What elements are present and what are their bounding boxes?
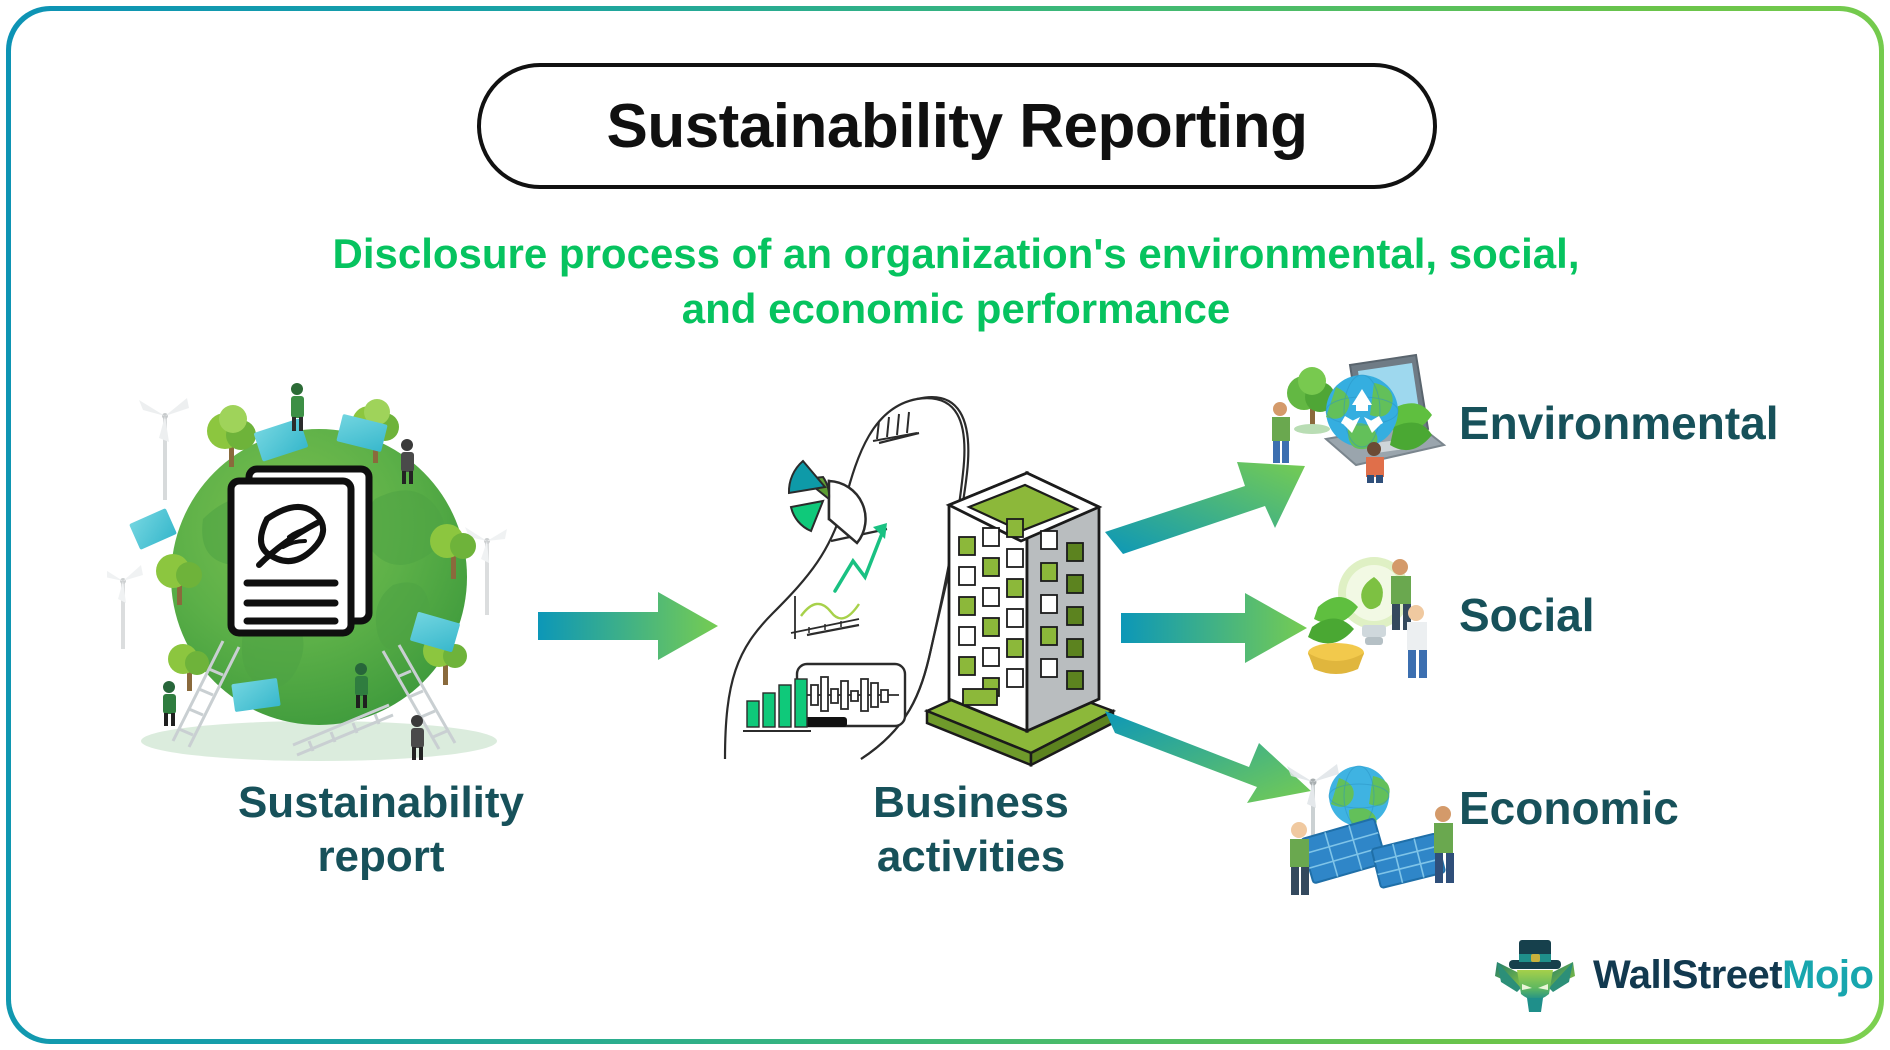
tree-icon <box>207 405 256 467</box>
leaf-icon <box>1390 403 1432 451</box>
bull-head-with-top-hat-icon <box>1495 940 1575 1012</box>
page-title: Sustainability Reporting <box>606 91 1308 161</box>
ladder-icon <box>171 640 241 748</box>
pie-chart-icon <box>787 459 867 545</box>
economic-illustration <box>1283 756 1473 901</box>
ribbon-hatch-lines <box>872 411 918 442</box>
subtitle-line-2: and economic performance <box>681 285 1231 333</box>
recycle-symbol-icon <box>1340 389 1384 433</box>
environmental-illustration <box>1266 353 1451 483</box>
bar-chart-icon <box>743 678 811 732</box>
wind-turbine-icon <box>1287 764 1339 850</box>
line-chart-icon <box>790 596 860 639</box>
page-subtitle: Disclosure process of an organization's … <box>11 226 1879 337</box>
tree-icon <box>430 524 476 579</box>
person-figure <box>1366 442 1384 483</box>
tree-icon <box>156 554 202 605</box>
person-figure <box>291 383 304 431</box>
person-figure <box>163 681 176 726</box>
planter-icon <box>1308 643 1364 674</box>
arrow-to-environmental <box>1105 462 1305 554</box>
sustainability-report-illustration <box>107 369 527 769</box>
stage-label-line-1: Business <box>873 778 1069 827</box>
windmill-icon <box>465 527 507 615</box>
tree-icon <box>168 644 209 691</box>
person-figure <box>1391 559 1411 630</box>
wallstreetmojo-logo[interactable]: WallStreet Mojo <box>1491 936 1874 1014</box>
solar-panel-icon <box>1300 818 1387 884</box>
outcome-label-environmental: Environmental <box>1459 397 1779 449</box>
person-figure <box>401 439 414 484</box>
globe-ground-shadow <box>141 721 497 761</box>
person-figure <box>411 715 424 760</box>
arrow-to-economic <box>1105 711 1311 803</box>
windmill-icon <box>107 565 143 649</box>
windmill-icon <box>139 398 189 500</box>
globe-icon <box>1328 765 1390 831</box>
solar-panel-icon <box>129 508 177 550</box>
card-inner-surface: Sustainability Reporting Disclosure proc… <box>11 11 1879 1039</box>
business-activities-illustration <box>711 381 1131 771</box>
card-gradient-border: Sustainability Reporting Disclosure proc… <box>6 6 1884 1044</box>
waveform-card-icon <box>795 662 907 728</box>
outcome-label-social: Social <box>1459 589 1595 641</box>
solar-panel-icon <box>231 678 281 712</box>
solar-panel-icon <box>410 611 460 653</box>
title-pill: Sustainability Reporting <box>477 63 1437 189</box>
ladder-icon <box>381 644 457 750</box>
arrow-report-to-activities <box>538 592 718 660</box>
subtitle-line-1: Disclosure process of an organization's … <box>332 230 1580 277</box>
sustainability-report-document-icon <box>227 465 373 637</box>
person-figure <box>1434 806 1454 883</box>
social-illustration <box>1296 541 1466 686</box>
outcome-label-economic: Economic <box>1459 782 1679 834</box>
stage-label-line-1: Sustainability <box>237 778 525 827</box>
trend-up-arrow-icon <box>833 523 887 593</box>
person-figure <box>355 663 368 708</box>
leaf-icon <box>1308 597 1358 644</box>
solar-panel-icon <box>336 414 388 452</box>
logo-wordmark: WallStreet Mojo <box>1593 952 1874 998</box>
stage-label-line-2: activities <box>876 831 1066 881</box>
globe-recycle-icon <box>1325 374 1399 450</box>
arrow-to-social <box>1121 593 1307 663</box>
logo-word-primary: WallStreet <box>1593 952 1783 997</box>
stage-label-sustainability-report: Sustainability report <box>71 776 691 883</box>
person-figure <box>1272 402 1290 463</box>
ladder-icon <box>292 703 394 757</box>
person-figure <box>1290 822 1309 895</box>
office-building-icon <box>923 470 1117 768</box>
person-figure <box>1407 605 1427 678</box>
stage-label-line-2: report <box>317 831 445 881</box>
stage-label-business-activities: Business activities <box>691 776 1251 883</box>
logo-word-accent: Mojo <box>1782 952 1874 997</box>
